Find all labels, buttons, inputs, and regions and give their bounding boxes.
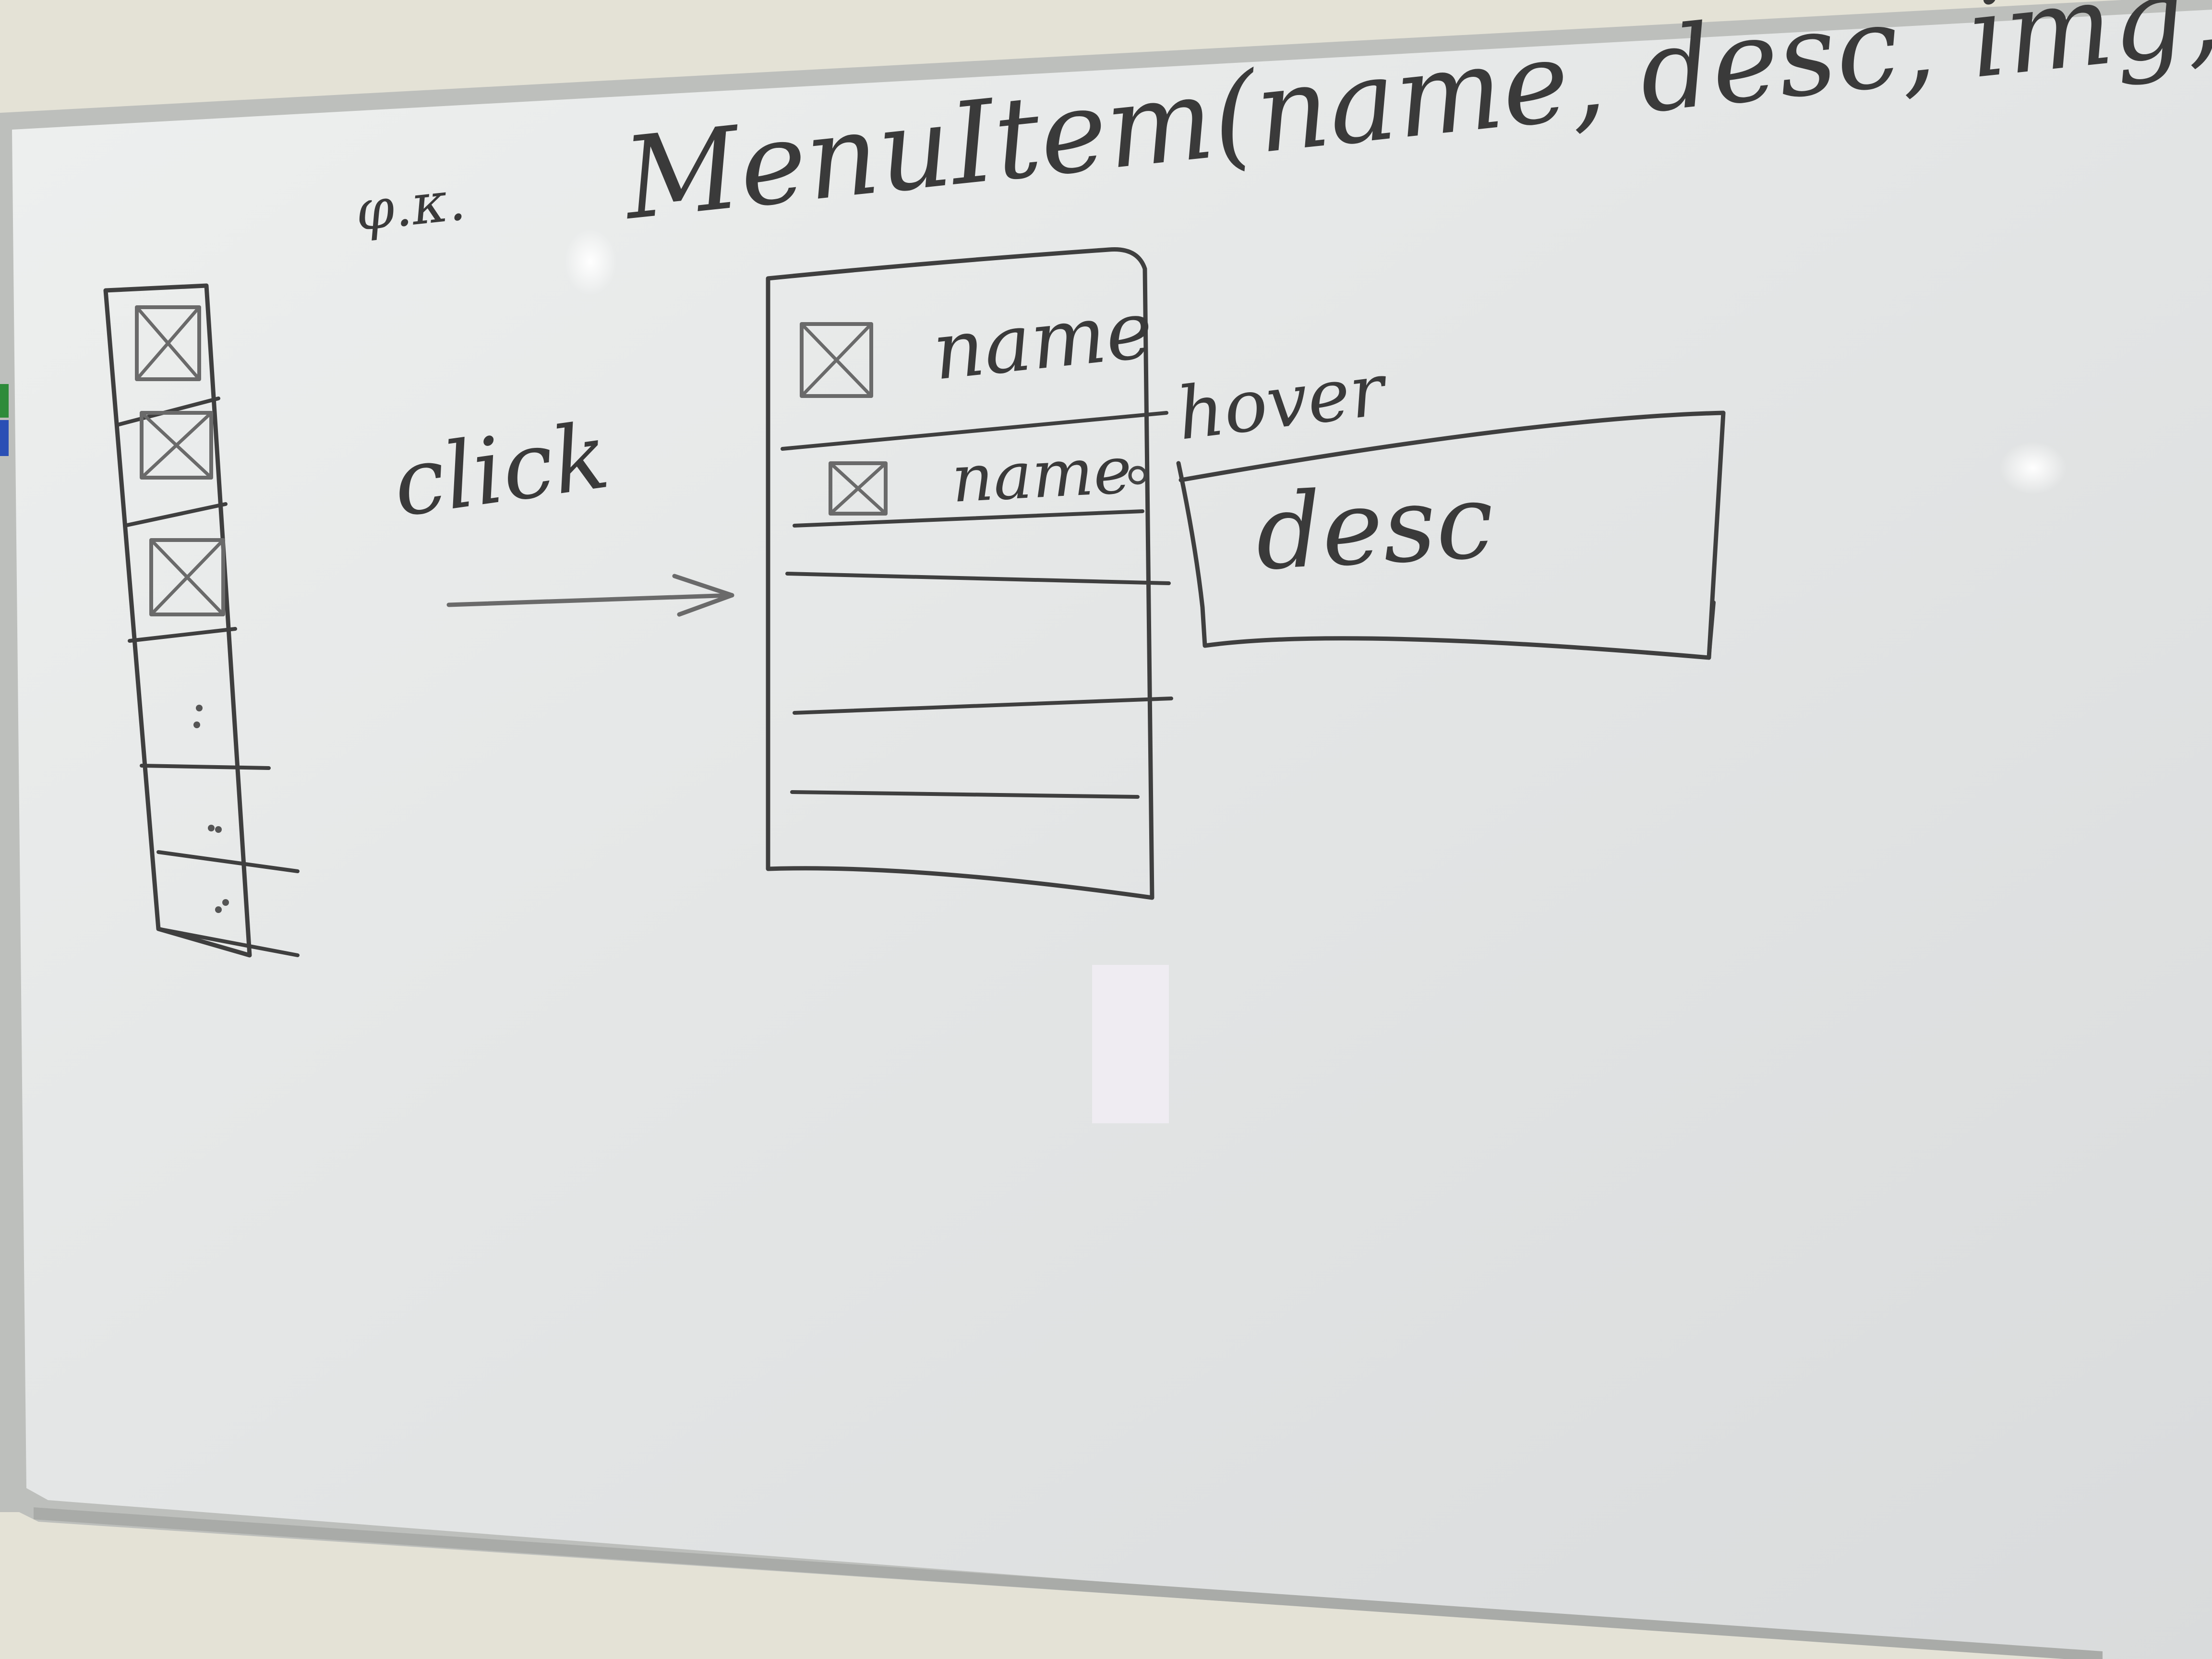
sidebar-item-icon-2 [140, 411, 213, 480]
tooltip-box [1176, 410, 1726, 660]
image-placeholder-icon [149, 538, 225, 616]
title-note: φ.κ. [352, 168, 469, 244]
menu-item: name [800, 283, 1157, 398]
window-reflection [1092, 965, 1169, 1123]
menu-item-label: name [928, 283, 1157, 398]
image-placeholder-icon [135, 305, 201, 381]
glare-spot [564, 228, 617, 295]
menu-panel [766, 247, 1173, 900]
click-arrow [446, 574, 734, 617]
image-placeholder-icon [800, 322, 873, 398]
image-placeholder-icon [140, 411, 213, 480]
image-placeholder-icon [829, 461, 888, 516]
tooltip-description: desc [1253, 460, 1497, 593]
cursor-dot [1128, 466, 1147, 485]
sidebar-item-icon-1 [135, 305, 201, 381]
sidebar-item-icon-3 [149, 538, 225, 616]
menu-item: name [829, 433, 1147, 517]
glare-spot [1999, 442, 2067, 494]
sidebar-ellipsis-items [193, 705, 229, 913]
whiteboard-surface [12, 10, 2212, 1659]
marker-tray [34, 1507, 2103, 1659]
menu-item-label: name [950, 433, 1133, 517]
magnets [0, 384, 9, 456]
